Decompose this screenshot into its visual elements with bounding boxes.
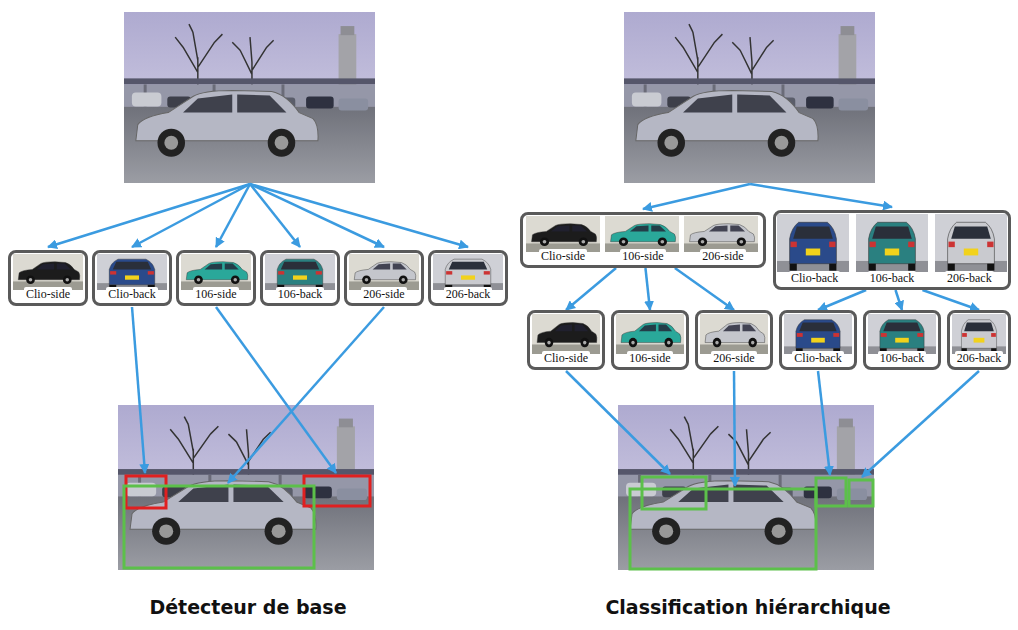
- class-label: Clio-side: [24, 287, 72, 301]
- class-label: Clio-back: [106, 287, 157, 301]
- class-label: 206-side: [711, 351, 756, 365]
- caption-row: Clio-side 106-side 206-side: [523, 246, 763, 264]
- thumbnail-box: 106-back: [863, 310, 941, 370]
- caption-cell: Clio-side: [11, 284, 85, 302]
- caption-cell: 106-side: [179, 284, 253, 302]
- caption-row: 206-side: [347, 284, 421, 302]
- thumbnail-box: 106-side: [611, 310, 689, 370]
- caption-row: 106-back: [866, 348, 938, 366]
- caption-cell: 206-side: [347, 284, 421, 302]
- caption-row: 206-back: [950, 348, 1008, 366]
- arrow-connector: [922, 290, 979, 310]
- class-label: Clio-back: [792, 351, 843, 365]
- caption-cell: 106-back: [853, 268, 930, 286]
- arrow-connector: [566, 268, 616, 310]
- thumbnail-box: 106-side: [176, 250, 256, 306]
- caption-row: Clio-side: [530, 348, 602, 366]
- arrow-connector: [645, 268, 650, 310]
- class-label: 206-side: [361, 287, 406, 301]
- caption-cell: Clio-side: [530, 348, 602, 366]
- thumbnail-box: Clio-side: [527, 310, 605, 370]
- group-box: Clio-back 106-back 206-back: [773, 210, 1011, 290]
- caption-row: 106-side: [614, 348, 686, 366]
- thumbnail-box: Clio-back: [92, 250, 172, 306]
- caption-cell: 206-back: [431, 284, 505, 302]
- class-label: 206-side: [700, 249, 745, 263]
- caption-cell: 206-side: [698, 348, 770, 366]
- thumbnail-box: 106-back: [260, 250, 340, 306]
- arrow-connector: [675, 268, 734, 310]
- thumbnail-box: 206-back: [428, 250, 508, 306]
- caption-cell: Clio-back: [782, 348, 854, 366]
- class-label: Clio-back: [789, 271, 840, 285]
- caption-cell: 106-side: [603, 246, 683, 264]
- thumbnail-box: 206-side: [344, 250, 424, 306]
- class-label: Clio-side: [539, 249, 587, 263]
- class-label: 106-side: [627, 351, 672, 365]
- caption-cell: Clio-back: [95, 284, 169, 302]
- caption-row: 106-side: [179, 284, 253, 302]
- section-title: Classification hiérarchique: [578, 596, 918, 618]
- caption-row: 106-back: [263, 284, 337, 302]
- caption-row: Clio-side: [11, 284, 85, 302]
- class-label: 206-back: [444, 287, 493, 301]
- caption-cell: Clio-side: [523, 246, 603, 264]
- arrow-connector: [896, 290, 903, 310]
- caption-cell: Clio-back: [776, 268, 853, 286]
- class-label: 206-back: [945, 271, 994, 285]
- class-label: 106-side: [193, 287, 238, 301]
- arrow-connector: [818, 290, 866, 310]
- class-label: Clio-side: [542, 351, 590, 365]
- caption-cell: 206-back: [931, 268, 1008, 286]
- caption-row: 206-side: [698, 348, 770, 366]
- caption-row: Clio-back: [95, 284, 169, 302]
- caption-cell: 106-side: [614, 348, 686, 366]
- thumbnail-box: Clio-back: [779, 310, 857, 370]
- caption-row: Clio-back 106-back 206-back: [776, 268, 1008, 286]
- class-label: 106-back: [276, 287, 325, 301]
- class-label: 106-back: [878, 351, 927, 365]
- thumbnail-box: 206-side: [695, 310, 773, 370]
- caption-cell: 106-back: [866, 348, 938, 366]
- thumbnail-box: 206-back: [947, 310, 1011, 370]
- caption-cell: 206-side: [683, 246, 763, 264]
- group-box: Clio-side 106-side 206-side: [520, 212, 766, 268]
- caption-row: 206-back: [431, 284, 505, 302]
- thumbnail-box: Clio-side: [8, 250, 88, 306]
- class-label: 206-back: [955, 351, 1004, 365]
- class-label: 106-side: [620, 249, 665, 263]
- section-title: Détecteur de base: [98, 596, 398, 618]
- caption-cell: 206-back: [950, 348, 1008, 366]
- class-label: 106-back: [868, 271, 917, 285]
- caption-cell: 106-back: [263, 284, 337, 302]
- caption-row: Clio-back: [782, 348, 854, 366]
